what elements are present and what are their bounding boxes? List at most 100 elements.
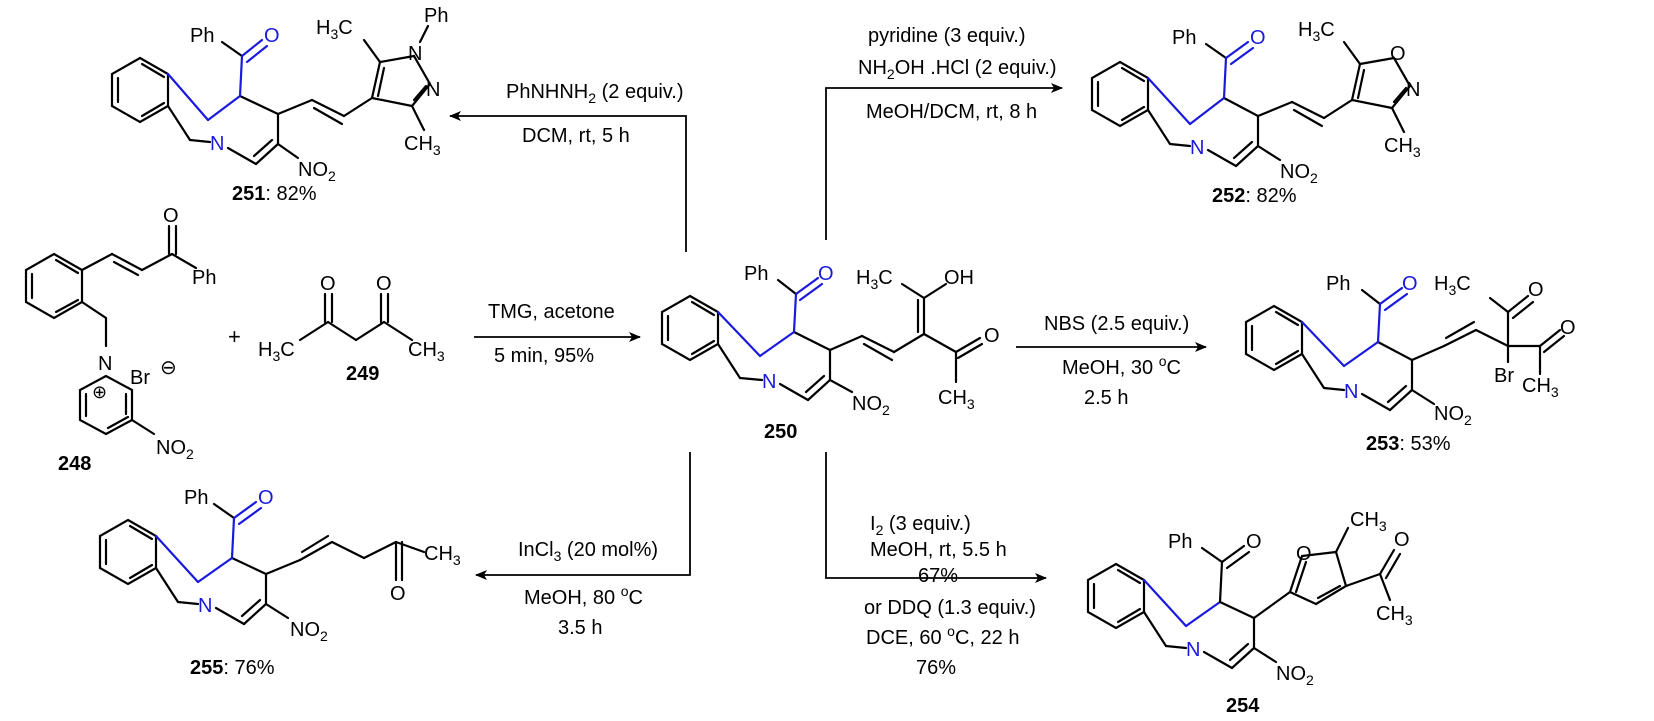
arrow-to-255 [475, 452, 691, 580]
arrow-to-252 [825, 83, 1063, 240]
compound-250: N Ph O NO2 H3C OH O CH3 250 [660, 263, 1000, 443]
249-o-left: O [320, 273, 336, 295]
255-label: 255: 76% [190, 657, 275, 679]
248-minus-charge: ⊖ [160, 357, 177, 379]
arrow-to-251 [449, 111, 687, 252]
to255-conditions-line3: 3.5 h [558, 617, 602, 639]
248-nitro-label: NO2 [156, 437, 194, 462]
249-o-right: O [376, 273, 392, 295]
compound-252: N Ph O NO2 H3C O N CH3 252: 82% [1090, 19, 1421, 207]
compound-251: N Ph O NO2 H3C N N Ph CH3 251: 82% [110, 5, 448, 205]
253-nitro: NO2 [1434, 403, 1472, 428]
253-ketone-o-top: O [1528, 279, 1544, 301]
compound-254: N Ph O NO2 O CH3 O CH3 254 [1086, 509, 1413, 717]
251-n-phenyl: Ph [424, 5, 448, 27]
to254-conditions-line3: 67% [918, 565, 958, 587]
252-carbonyl-o: O [1250, 27, 1266, 49]
254-compound-number: 254 [1226, 695, 1260, 717]
253-carbonyl-o: O [1402, 273, 1418, 295]
251-label: 251: 82% [232, 183, 317, 205]
248-plus-charge: ⊕ [92, 382, 107, 402]
249-methyl-left: H3C [258, 339, 295, 364]
249-compound-number: 249 [346, 363, 379, 385]
254-acetyl-o: O [1394, 529, 1410, 551]
to252-conditions-line1: pyridine (3 equiv.) [868, 25, 1025, 47]
252-phenyl-label: Ph [1172, 27, 1196, 49]
compound-255: N Ph O NO2 CH3 O 255: 76% [98, 487, 461, 679]
250-methyl-top: H3C [856, 267, 893, 292]
250-carbonyl-o: O [818, 263, 834, 285]
to251-conditions-line1: PhNHNH2 (2 equiv.) [506, 81, 684, 106]
252-methyl-top: H3C [1298, 19, 1335, 44]
255-phenyl-label: Ph [184, 487, 208, 509]
250-hydroxyl: OH [944, 267, 974, 289]
253-ring-n: N [1344, 381, 1358, 403]
248-carbonyl-o: O [163, 205, 179, 227]
248-phenyl-label: Ph [192, 267, 216, 289]
252-label: 252: 82% [1212, 185, 1297, 207]
250-nitro: NO2 [852, 393, 890, 418]
253-ketone-o-right: O [1560, 317, 1576, 339]
255-methyl: CH3 [424, 543, 461, 568]
253-phenyl-label: Ph [1326, 273, 1350, 295]
254-methyl-bottom: CH3 [1376, 603, 1413, 628]
252-methyl-bottom: CH3 [1384, 135, 1421, 160]
to253-conditions-line3: 2.5 h [1084, 387, 1128, 409]
252-isoxazole-n: N [1406, 79, 1420, 101]
248-compound-number: 248 [58, 453, 91, 475]
compound-249: O O H3C CH3 249 [258, 273, 445, 385]
to254-conditions-line6: 76% [916, 657, 956, 679]
plus-sign: + [228, 324, 241, 349]
compound-248: O Ph N ⊕ Br ⊖ NO2 248 [24, 205, 216, 475]
251-pyrazole-n2: N [426, 79, 440, 101]
main-conditions-line2: 5 min, 95% [494, 345, 594, 367]
251-nitro: NO2 [298, 159, 336, 184]
253-methyl-bottom: CH3 [1522, 375, 1559, 400]
253-bromine: Br [1494, 365, 1514, 387]
251-phenyl-label: Ph [190, 25, 214, 47]
to253-conditions-line2: MeOH, 30 oC [1062, 353, 1181, 379]
250-acetyl-methyl: CH3 [938, 387, 975, 412]
248-bromide: Br [130, 367, 150, 389]
251-methyl-top: H3C [316, 17, 353, 42]
to255-conditions-line2: MeOH, 80 oC [524, 583, 643, 609]
compound-253: N Ph O NO2 H3C O O CH3 Br 253: 53% [1244, 273, 1576, 455]
254-nitro: NO2 [1276, 663, 1314, 688]
255-ketone-o: O [390, 583, 406, 605]
to254-conditions-line4: or DDQ (1.3 equiv.) [864, 597, 1036, 619]
255-carbonyl-o: O [258, 487, 274, 509]
arrow-to-254 [825, 452, 1047, 583]
254-methyl-top: CH3 [1350, 509, 1387, 534]
254-ring-n: N [1186, 639, 1200, 661]
249-methyl-right: CH3 [408, 339, 445, 364]
main-conditions-line1: TMG, acetone [488, 301, 615, 323]
to254-conditions-line2: MeOH, rt, 5.5 h [870, 539, 1007, 561]
255-ring-n: N [198, 595, 212, 617]
255-nitro: NO2 [290, 619, 328, 644]
252-nitro: NO2 [1280, 161, 1318, 186]
253-methyl-top: H3C [1434, 273, 1471, 298]
to252-conditions-line3: MeOH/DCM, rt, 8 h [866, 101, 1037, 123]
248-pyridinium-n: N [98, 353, 112, 375]
to252-conditions-line2: NH2OH .HCl (2 equiv.) [858, 57, 1057, 82]
250-ring-n: N [762, 371, 776, 393]
253-label: 253: 53% [1366, 433, 1451, 455]
251-methyl-bottom: CH3 [404, 133, 441, 158]
250-acetyl-o: O [984, 325, 1000, 347]
to254-conditions-line1: I2 (3 equiv.) [870, 513, 971, 538]
252-isoxazole-o: O [1390, 43, 1406, 65]
250-phenyl-label: Ph [744, 263, 768, 285]
to254-conditions-line5: DCE, 60 oC, 22 h [866, 623, 1019, 649]
to251-conditions-line2: DCM, rt, 5 h [522, 125, 630, 147]
254-carbonyl-o: O [1246, 531, 1262, 553]
251-pyrazole-n1: N [408, 43, 422, 65]
251-ring-n: N [210, 133, 224, 155]
251-carbonyl-o: O [264, 25, 280, 47]
to255-conditions-line1: InCl3 (20 mol%) [518, 539, 658, 564]
to253-conditions-line1: NBS (2.5 equiv.) [1044, 313, 1189, 335]
254-furan-o: O [1296, 543, 1312, 565]
250-compound-number: 250 [764, 421, 797, 443]
254-phenyl-label: Ph [1168, 531, 1192, 553]
252-ring-n: N [1190, 137, 1204, 159]
